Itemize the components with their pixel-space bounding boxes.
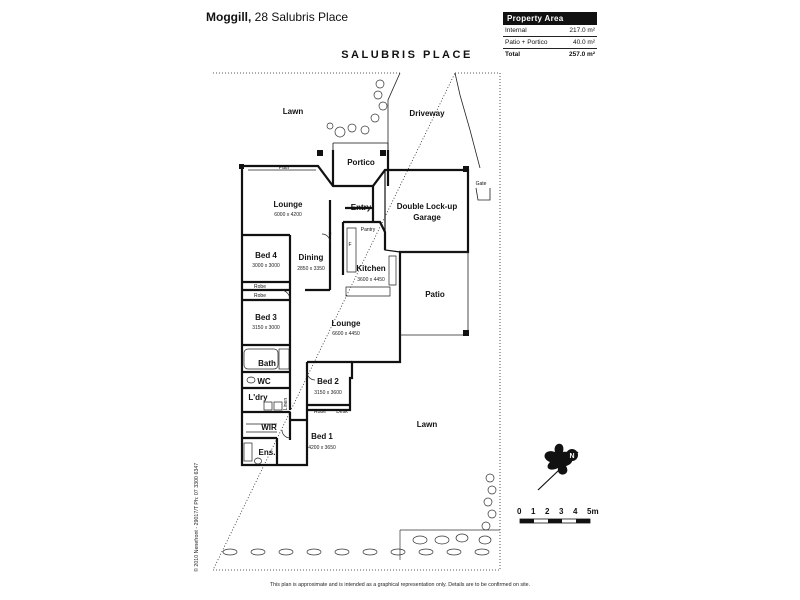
linen-label: Linen bbox=[283, 398, 289, 410]
scale-bar bbox=[519, 518, 591, 524]
lounge2-dims: 6600 x 4450 bbox=[332, 331, 360, 337]
street-name: SALUBRIS PLACE bbox=[341, 49, 473, 61]
driveway-label: Driveway bbox=[409, 109, 445, 118]
path-label: Path bbox=[279, 165, 290, 171]
fridge-label: F bbox=[348, 242, 351, 248]
ensuite-label: Ens. bbox=[259, 448, 276, 457]
copyright-text: © 2010 Nenefront - 29017/T Ph: 07 3300 6… bbox=[194, 462, 200, 572]
disclaimer-text: This plan is approximate and is intended… bbox=[269, 582, 531, 588]
area-row-label: Patio + Portico bbox=[503, 36, 561, 49]
wir-label: WIR bbox=[261, 423, 277, 432]
fixtures bbox=[243, 169, 397, 465]
area-total-value: 257.0 m² bbox=[568, 51, 595, 58]
kitchen-dims: 3600 x 4450 bbox=[357, 277, 385, 283]
scale-label: 1 bbox=[531, 507, 536, 516]
bed3-label: Bed 3 bbox=[255, 313, 277, 322]
wc-label: WC bbox=[257, 377, 271, 386]
bed4-label: Bed 4 bbox=[255, 251, 277, 260]
scale-label: 4 bbox=[573, 507, 578, 516]
lawn-rear-label: Lawn bbox=[417, 420, 438, 429]
bed2-label: Bed 2 bbox=[317, 377, 339, 386]
plan-title: Moggill, 28 Salubris Place bbox=[206, 10, 348, 24]
north-arrow-icon: N bbox=[537, 443, 579, 491]
robe3-label: Robe bbox=[314, 409, 326, 415]
area-row-value: 217.0 m² bbox=[560, 25, 597, 37]
scale-label: 5m bbox=[587, 507, 599, 516]
bed1-label: Bed 1 bbox=[311, 432, 333, 441]
lounge2-label: Lounge bbox=[332, 319, 361, 328]
north-label: N bbox=[569, 453, 574, 460]
patio-outline bbox=[400, 251, 469, 336]
patio-label: Patio bbox=[425, 290, 445, 299]
laundry-label: L'dry bbox=[248, 393, 268, 402]
bed3-dims: 3150 x 3000 bbox=[252, 325, 280, 331]
robe2-label: Robe bbox=[254, 293, 266, 299]
address: 28 Salubris Place bbox=[254, 10, 349, 24]
entry-label: Entry bbox=[351, 203, 372, 212]
garden-shrubs-front bbox=[326, 79, 388, 138]
pantry-label: Pantry bbox=[361, 227, 376, 233]
scale-label: 3 bbox=[559, 507, 564, 516]
desk-label: Desk bbox=[336, 409, 348, 415]
property-boundary bbox=[212, 72, 501, 571]
scale-label: 0 bbox=[517, 507, 522, 516]
area-row: Patio + Portico 40.0 m² bbox=[503, 36, 597, 49]
bed1-dims: 4200 x 3650 bbox=[308, 445, 336, 451]
area-row-value: 40.0 m² bbox=[560, 36, 597, 49]
house-walls bbox=[240, 142, 470, 467]
property-area-title: Property Area bbox=[503, 12, 597, 25]
area-total-row: Total 257.0 m² bbox=[503, 49, 597, 61]
kitchen-label: Kitchen bbox=[356, 264, 385, 273]
scale-label: 2 bbox=[545, 507, 550, 516]
gate-label: Gate bbox=[476, 181, 487, 187]
area-row-label: Internal bbox=[503, 25, 561, 37]
posts bbox=[239, 150, 469, 336]
dining-label: Dining bbox=[299, 253, 324, 262]
area-total-label: Total bbox=[505, 51, 521, 58]
driveway-edge bbox=[475, 187, 491, 201]
driveway-edge bbox=[387, 72, 401, 150]
area-row: Internal 217.0 m² bbox=[503, 25, 597, 37]
property-area-table: Property Area Internal 217.0 m² Patio + … bbox=[503, 12, 597, 60]
garage-label-2: Garage bbox=[413, 213, 441, 222]
lounge1-label: Lounge bbox=[274, 200, 303, 209]
dining-dims: 2850 x 3350 bbox=[297, 266, 325, 272]
garden-shrubs-rear bbox=[222, 473, 500, 560]
driveway-edge bbox=[454, 72, 481, 169]
lounge1-dims: 6000 x 4200 bbox=[274, 212, 302, 218]
lawn-front-label: Lawn bbox=[283, 107, 304, 116]
garage-label-1: Double Lock-up bbox=[397, 202, 458, 211]
portico-label: Portico bbox=[347, 158, 375, 167]
bath-label: Bath bbox=[258, 359, 276, 368]
bed2-dims: 3150 x 3600 bbox=[314, 390, 342, 396]
suburb: Moggill, bbox=[206, 10, 252, 24]
bed4-dims: 3000 x 3000 bbox=[252, 263, 280, 269]
robe1-label: Robe bbox=[254, 284, 266, 290]
